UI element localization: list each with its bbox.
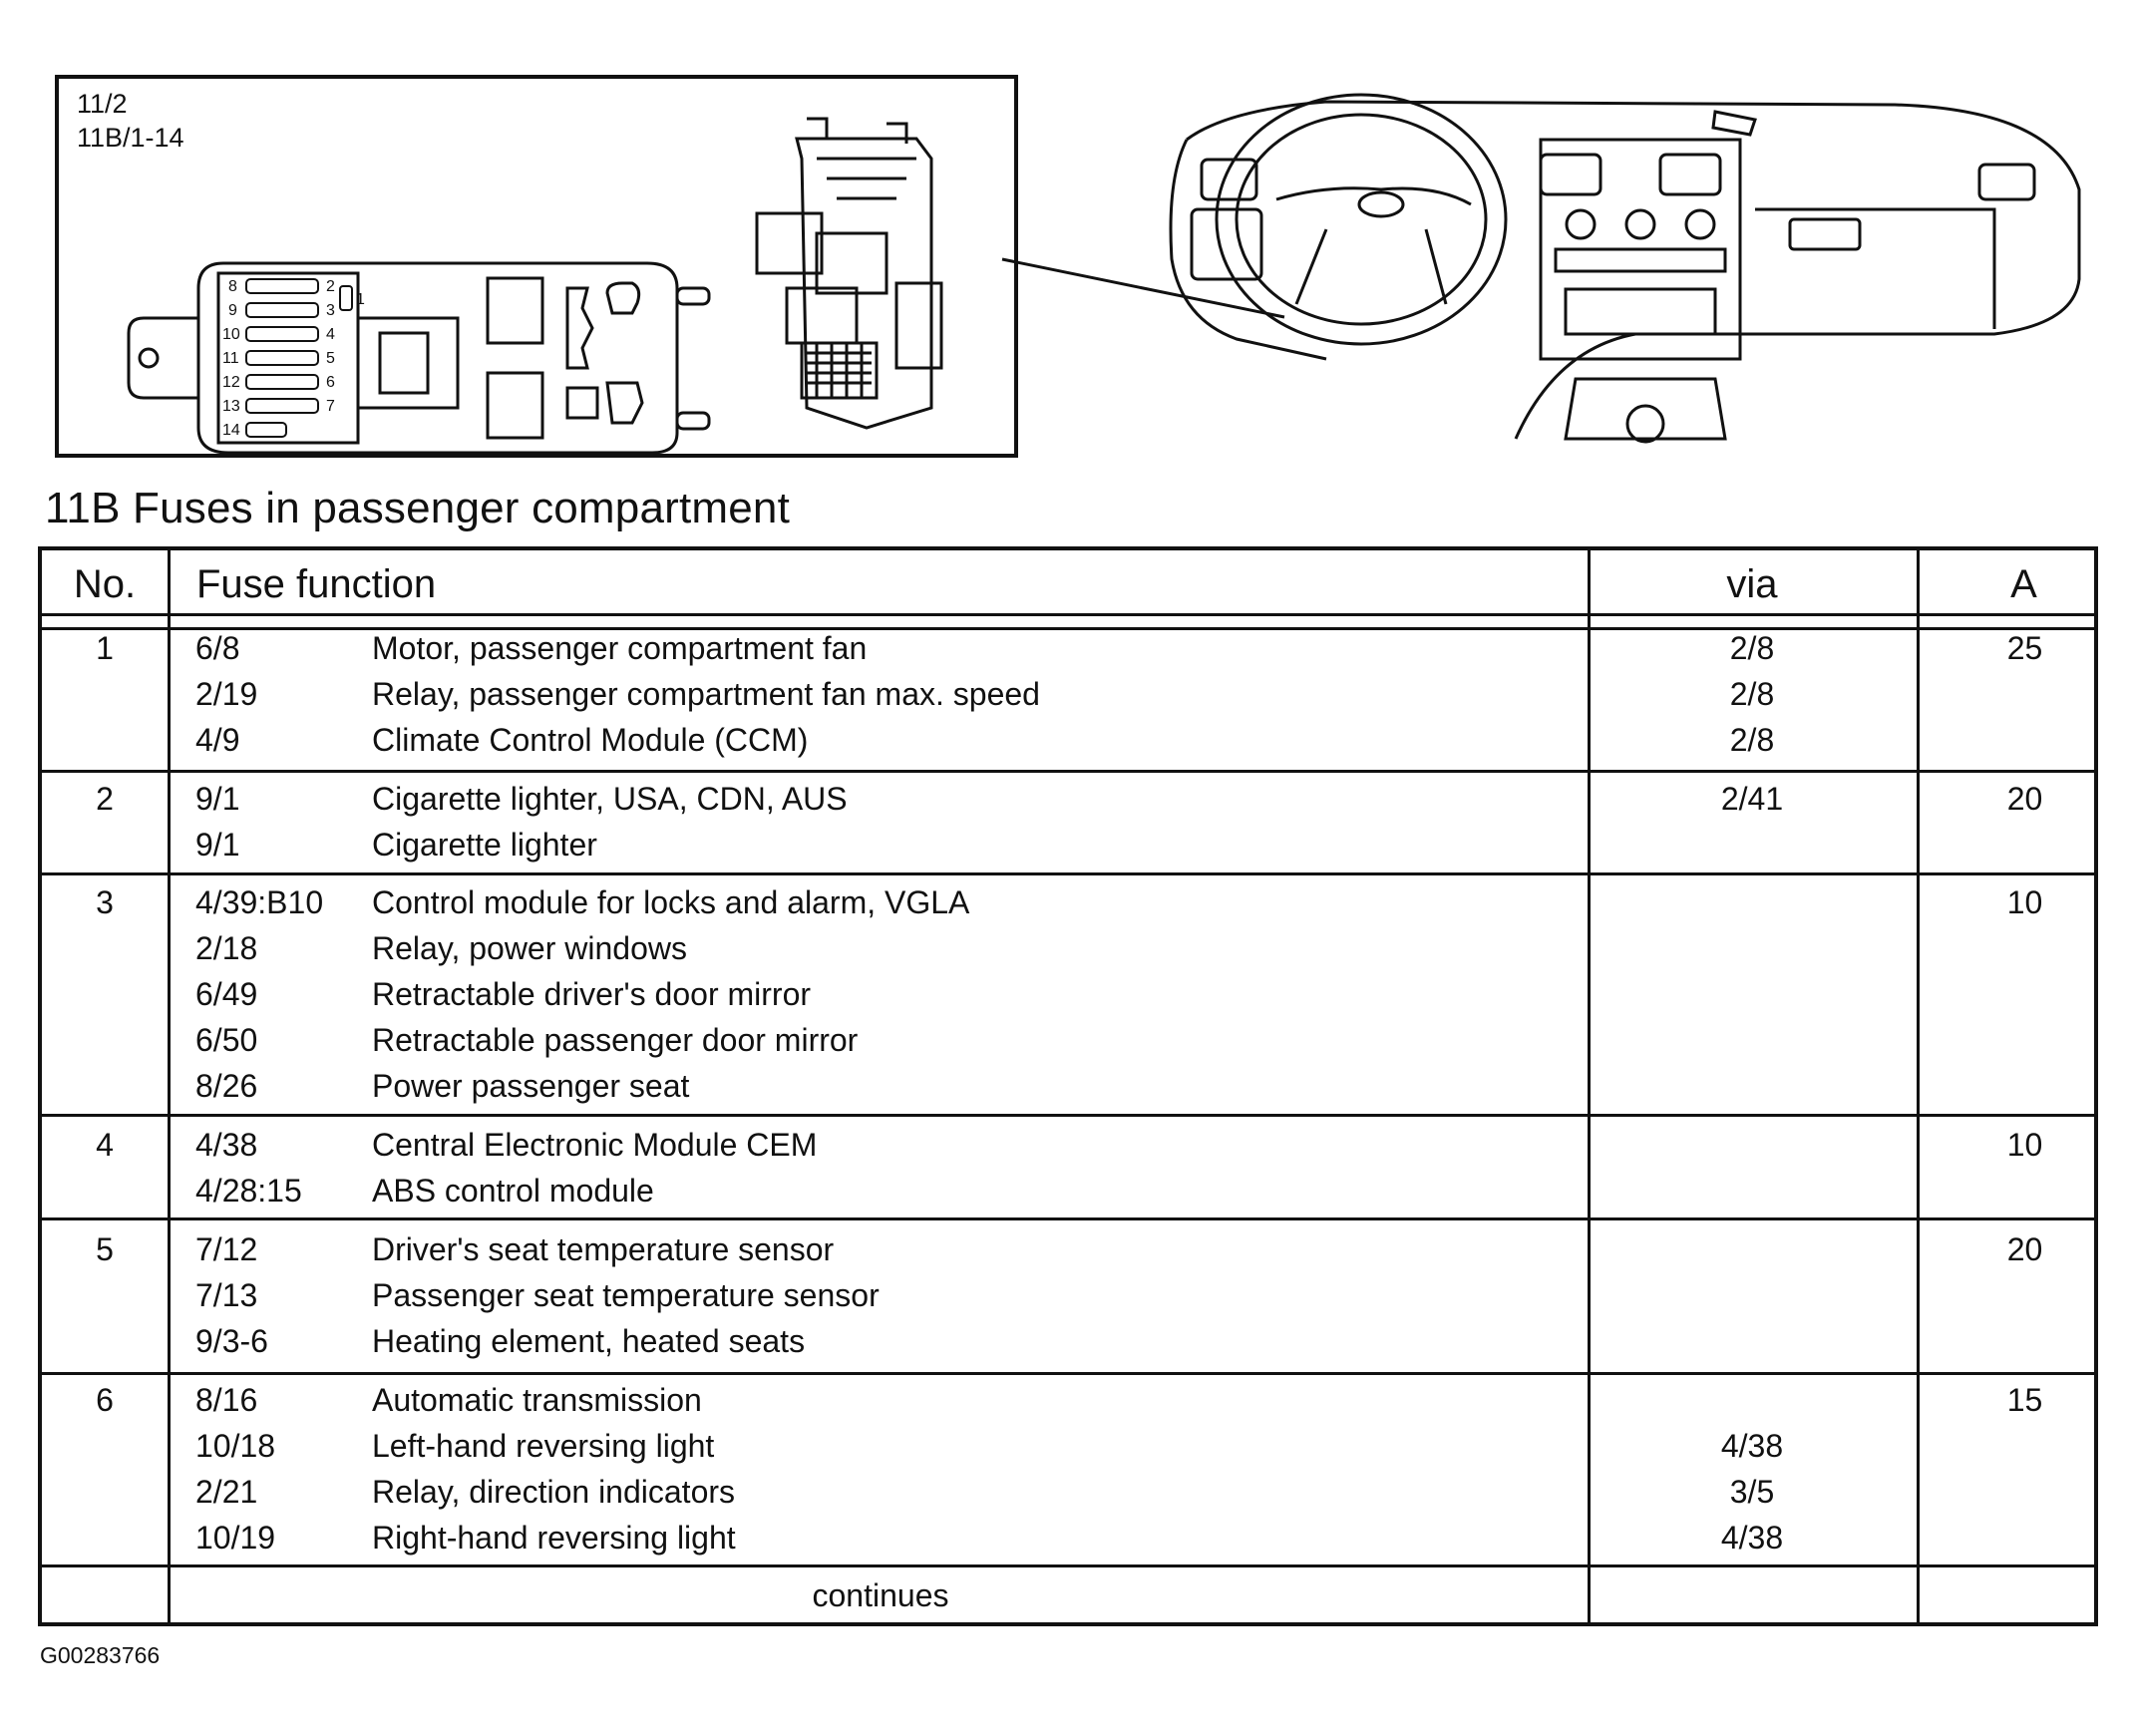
fuse-function: Relay, power windows [372, 930, 687, 966]
fuse-number: 1 [96, 630, 114, 666]
component-code: 2/19 [195, 676, 258, 712]
component-code: 4/9 [195, 722, 240, 758]
fuse-function: Central Electronic Module CEM [372, 1127, 818, 1163]
figure-reference: 11B/1-14 [77, 123, 184, 153]
fuse-number: 5 [96, 1231, 114, 1267]
fuse-amperage: 10 [2006, 1127, 2043, 1163]
component-code: 7/12 [195, 1231, 258, 1267]
via-value: 2/8 [1729, 630, 1775, 666]
fuse-function: Right-hand reversing light [372, 1520, 736, 1556]
fuse-amperage: 15 [2006, 1382, 2043, 1418]
header-fuse-function: Fuse function [196, 562, 437, 606]
component-code: 10/18 [195, 1428, 276, 1464]
via-value: 2/41 [1720, 781, 1784, 817]
row-divider [42, 1114, 2094, 1117]
header-divider [42, 613, 2094, 616]
component-code: 2/18 [195, 930, 258, 966]
fuse-number: 2 [326, 278, 335, 295]
component-code: 9/1 [195, 781, 240, 817]
fuse-function: Climate Control Module (CCM) [372, 722, 809, 758]
fuse-number: 14 [222, 422, 240, 439]
via-value: 3/5 [1729, 1474, 1775, 1510]
row-divider [42, 1564, 2094, 1567]
fuse-number: 3 [326, 302, 335, 319]
component-code: 9/1 [195, 827, 240, 863]
figure-reference: 11/2 [77, 89, 128, 119]
fuse-number: 1 [356, 291, 365, 308]
component-code: 2/21 [195, 1474, 258, 1510]
header-amp: A [2010, 562, 2037, 606]
fuse-number: 4 [326, 326, 335, 343]
dashboard-location-illustration [1001, 93, 2081, 444]
component-code: 6/49 [195, 976, 258, 1012]
fuse-number: 5 [326, 350, 335, 367]
header-via: via [1726, 562, 1778, 606]
fuse-function: Passenger seat temperature sensor [372, 1277, 880, 1313]
fuse-function: ABS control module [372, 1173, 654, 1209]
row-divider [42, 1217, 2094, 1220]
via-value: 2/8 [1729, 676, 1775, 712]
continues-note: continues [812, 1577, 949, 1613]
fuse-function: Power passenger seat [372, 1068, 690, 1104]
component-code: 4/38 [195, 1127, 258, 1163]
fuse-amperage: 10 [2006, 884, 2043, 920]
figure-id: G00283766 [40, 1642, 161, 1668]
fuse-number: 12 [222, 374, 240, 391]
relay-box-illustration [755, 117, 943, 430]
fuse-number: 11 [222, 350, 239, 367]
fuse-function: Cigarette lighter, USA, CDN, AUS [372, 781, 848, 817]
component-code: 4/28:15 [195, 1173, 302, 1209]
header-divider [42, 627, 2094, 630]
component-code: 6/50 [195, 1022, 258, 1058]
fuse-number: 10 [222, 326, 240, 343]
column-divider [168, 550, 171, 1622]
component-code: 9/3-6 [195, 1323, 268, 1359]
fuse-function: Retractable passenger door mirror [372, 1022, 859, 1058]
fuse-number: 13 [222, 398, 240, 415]
row-divider [42, 872, 2094, 875]
fuse-function: Automatic transmission [372, 1382, 702, 1418]
row-divider [42, 770, 2094, 773]
fuse-amperage: 25 [2006, 630, 2043, 666]
fuse-function: Relay, direction indicators [372, 1474, 736, 1510]
fuse-number: 9 [228, 302, 237, 319]
fuse-function: Driver's seat temperature sensor [372, 1231, 835, 1267]
fuse-box-outline-diagram: 8 9 10 11 12 13 14 2 3 4 5 6 7 1 [127, 261, 711, 455]
fuse-number: 6 [326, 374, 335, 391]
row-divider [42, 1372, 2094, 1375]
component-code: 10/19 [195, 1520, 276, 1556]
component-code: 7/13 [195, 1277, 258, 1313]
via-value: 2/8 [1729, 722, 1775, 758]
column-divider [1917, 550, 1920, 1622]
fuse-amperage: 20 [2006, 781, 2043, 817]
fuse-function: Control module for locks and alarm, VGLA [372, 884, 970, 920]
fuse-number: 8 [228, 278, 237, 295]
fusebox-illustration-frame: 11/2 11B/1-14 8 9 10 1 [55, 75, 1018, 458]
fuse-function: Left-hand reversing light [372, 1428, 715, 1464]
via-value: 4/38 [1720, 1428, 1784, 1464]
section-title: 11B Fuses in passenger compartment [45, 484, 791, 532]
fuse-number: 4 [96, 1127, 114, 1163]
component-code: 8/16 [195, 1382, 258, 1418]
header-no: No. [73, 562, 137, 606]
fuse-amperage: 20 [2006, 1231, 2043, 1267]
fuse-number: 6 [96, 1382, 114, 1418]
component-code: 4/39:B10 [195, 884, 324, 920]
component-code: 6/8 [195, 630, 240, 666]
fuse-number: 2 [96, 781, 114, 817]
fuse-number: 3 [96, 884, 114, 920]
fuse-function: Relay, passenger compartment fan max. sp… [372, 676, 1040, 712]
column-divider [1588, 550, 1591, 1622]
fuse-table: No. Fuse function via A 1 25 6/8 Motor, … [38, 546, 2098, 1626]
fuse-function: Cigarette lighter [372, 827, 597, 863]
fuse-function: Heating element, heated seats [372, 1323, 806, 1359]
fuse-function: Motor, passenger compartment fan [372, 630, 868, 666]
component-code: 8/26 [195, 1068, 258, 1104]
via-value: 4/38 [1720, 1520, 1784, 1556]
fuse-number: 7 [326, 398, 335, 415]
fuse-function: Retractable driver's door mirror [372, 976, 812, 1012]
